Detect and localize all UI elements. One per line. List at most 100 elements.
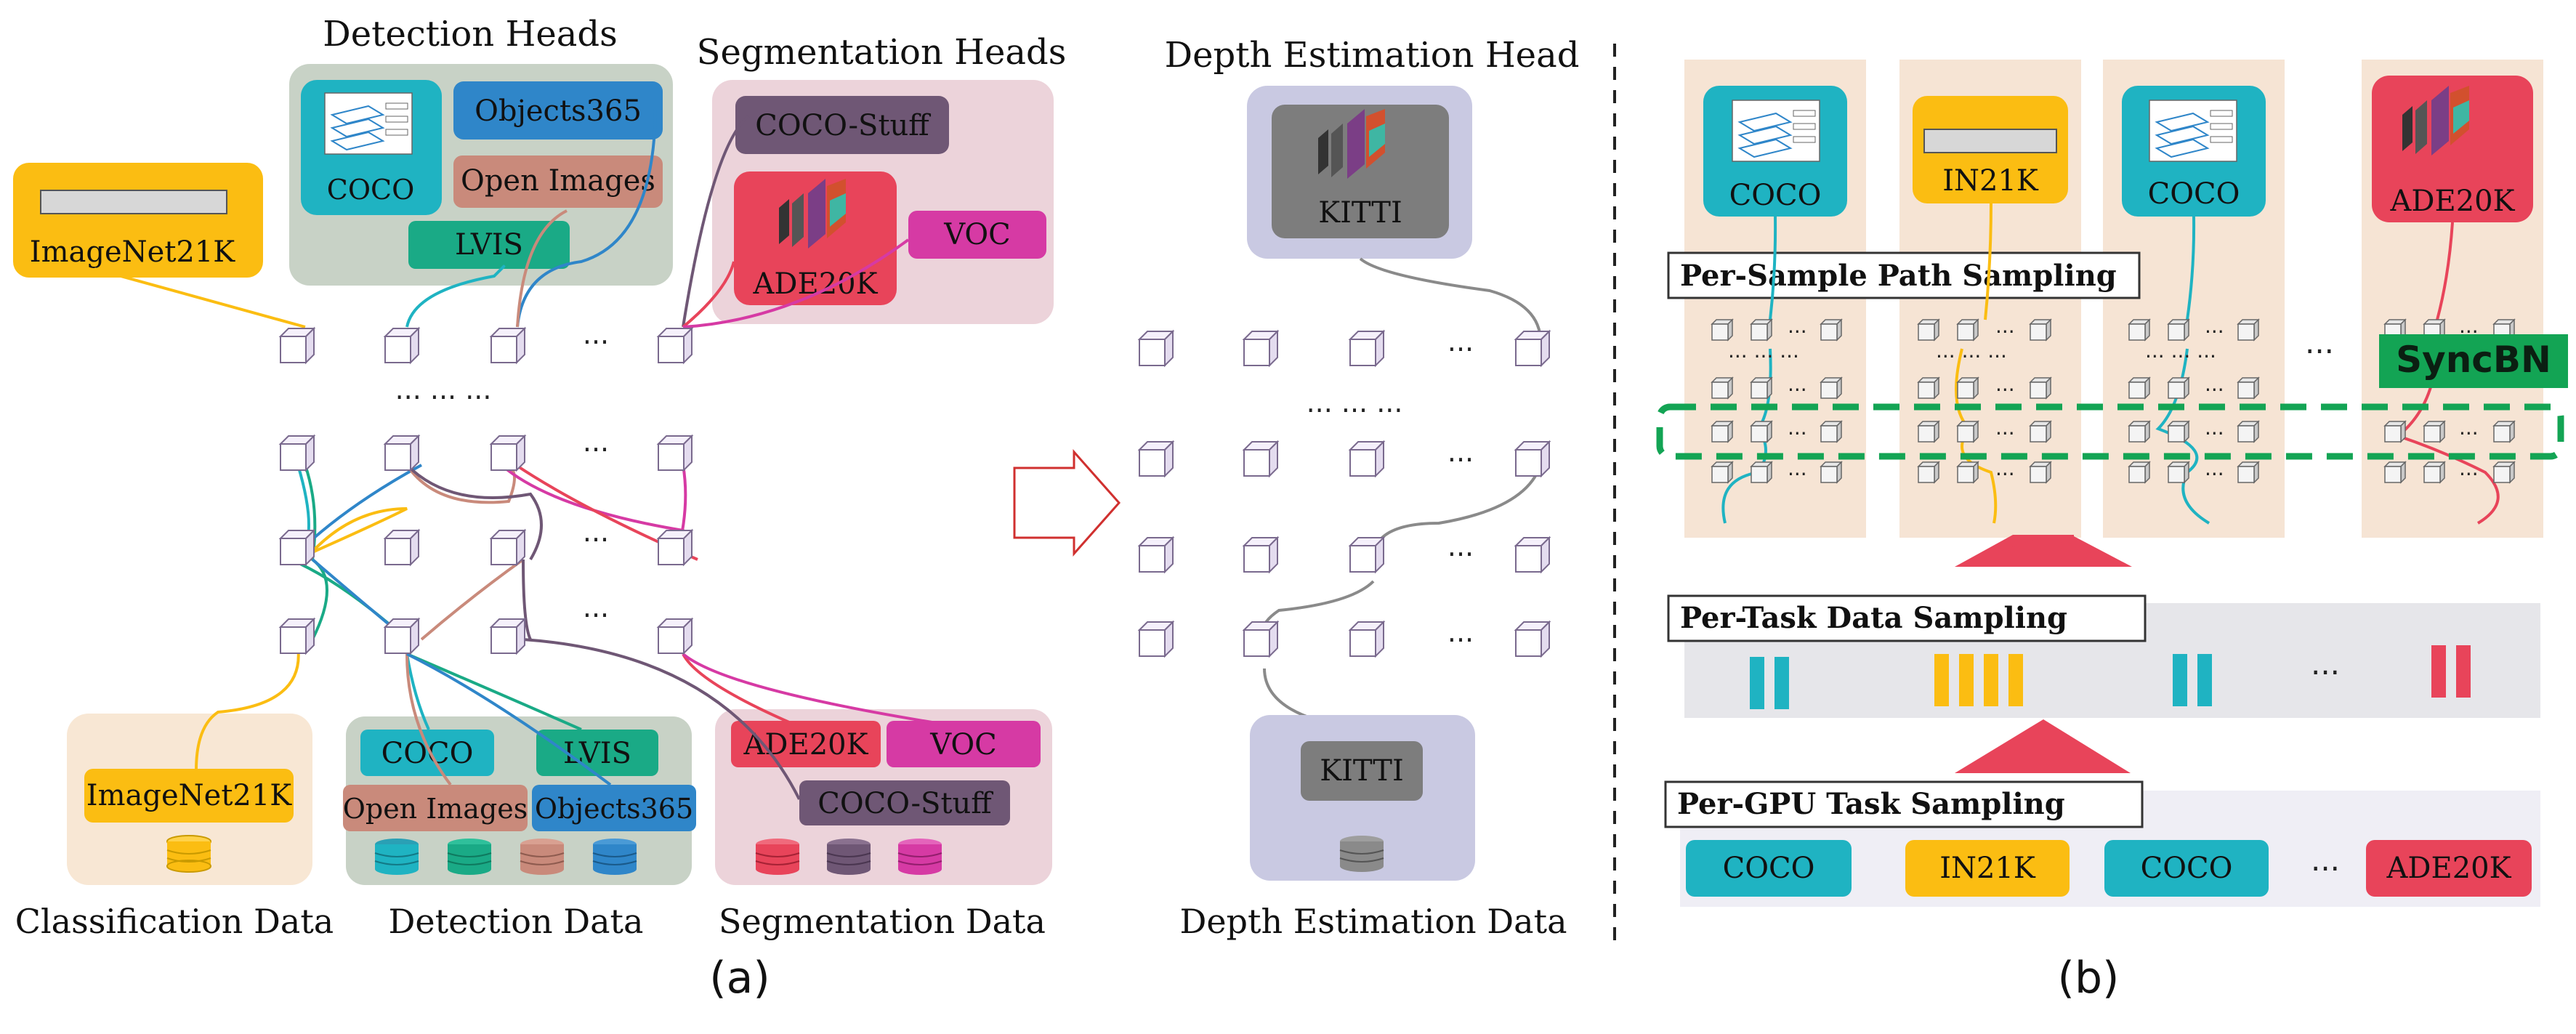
segmentation-data-title: Segmentation Data — [719, 902, 1046, 941]
up-arrow-1-shape — [1955, 536, 2131, 567]
ellipsis-d3: ··· — [1448, 444, 1474, 476]
objects365-data-tag — [532, 785, 696, 831]
grid3-inner-ellipsis: ··· ··· ··· — [2145, 344, 2216, 368]
ellipsis-d2: ··· ··· ··· — [1307, 395, 1403, 427]
gpu-task-label-2: IN21K — [1939, 852, 2036, 885]
ellipsis-a5: ··· — [583, 599, 609, 631]
lvis-data-label: LVIS — [563, 737, 631, 770]
voc-data-label: VOC — [929, 728, 997, 762]
gpu-task-label-1: COCO — [1723, 852, 1815, 885]
up-arrow-2-shape — [1955, 719, 2131, 773]
objects365-head-label: Objects365 — [475, 94, 642, 128]
segmentation-database-icons — [755, 839, 942, 875]
coco-stuff-data-label: COCO-Stuff — [817, 787, 993, 820]
open-images-head-label: Open Images — [461, 164, 655, 198]
gpu-task-tag-4 — [2366, 840, 2532, 897]
voc-data-tag — [887, 721, 1041, 767]
caption-b: (b) — [2058, 953, 2120, 1003]
gpu-sampling-label: Per-GPU Task Sampling — [1677, 787, 2065, 821]
grid1-inner-ellipsis: ··· ··· ··· — [1728, 344, 1799, 368]
gpu-task-tag-2 — [1905, 840, 2070, 897]
grid2-ellipsis-2: ··· — [1995, 378, 2015, 402]
imagenet-bar-icon — [40, 190, 227, 214]
detection-database-icons — [374, 839, 637, 875]
voc-head-tag — [908, 211, 1046, 259]
kitti-head-card — [1272, 105, 1449, 238]
grid4-ellipsis-3: ··· — [2459, 462, 2479, 486]
depth-data-title: Depth Estimation Data — [1179, 902, 1567, 941]
grid3-ellipsis-3: ··· — [2205, 421, 2224, 445]
gpu-task-label-4: ADE20K — [2386, 852, 2512, 885]
caption-a: (a) — [709, 953, 770, 1003]
path-connections-b — [1721, 203, 2500, 525]
open-images-data-tag — [343, 785, 528, 831]
depth-database-icon — [1339, 836, 1384, 872]
objects365-data-label: Objects365 — [535, 793, 693, 825]
grid1-ellipsis-2: ··· — [1788, 378, 1807, 402]
data-sampling-label-box — [1667, 594, 2147, 642]
coco-stuff-head-label: COCO-Stuff — [755, 109, 931, 142]
data-sampling-label: Per-Task Data Sampling — [1680, 601, 2067, 635]
grid1-ellipsis-4: ··· — [1788, 462, 1807, 486]
network-cubes-depth — [1139, 331, 1550, 657]
ellipsis-d1: ··· — [1448, 334, 1474, 365]
coco-stuff-head-tag — [735, 96, 949, 154]
transition-arrow — [1013, 449, 1121, 557]
column-task-label-4: ADE20K — [2390, 185, 2516, 218]
ellipsis-a3: ··· — [583, 434, 609, 466]
coco-head-label: COCO — [327, 174, 414, 206]
detection-data-title: Detection Data — [389, 902, 644, 941]
open-images-data-label: Open Images — [343, 793, 528, 825]
ellipsis-a1: ··· — [583, 326, 609, 358]
coco-data-label: COCO — [381, 737, 474, 770]
grid4-ellipsis-2: ··· — [2459, 421, 2479, 445]
grid3-ellipsis-1: ··· — [2205, 320, 2224, 344]
depth-connections — [1261, 257, 1542, 756]
grid1-ellipsis-3: ··· — [1788, 421, 1807, 445]
depth-head-title: Depth Estimation Head — [1165, 35, 1580, 76]
gpu-sampling-label-box — [1664, 780, 2144, 828]
data-sampling-ellipsis: ··· — [2311, 655, 2340, 690]
imagenet-data-label: ImageNet21K — [86, 779, 293, 812]
data-sample-bars — [1750, 645, 2471, 709]
path-sampling-label: Per-Sample Path Sampling — [1680, 259, 2117, 293]
ade20k-data-tag — [731, 721, 881, 767]
syncbn-badge — [2379, 334, 2568, 388]
lvis-data-tag — [536, 730, 658, 776]
segmentation-heads-title: Segmentation Heads — [697, 32, 1067, 73]
ellipsis-d5: ··· — [1448, 624, 1474, 656]
columns-ellipsis: ··· — [2305, 334, 2334, 369]
column-task-label-2: IN21K — [1942, 164, 2039, 198]
coco-data-tag — [360, 730, 494, 776]
ellipsis-d4: ··· — [1448, 538, 1474, 570]
gpu-task-tag-1 — [1686, 840, 1852, 897]
kitti-head-label: KITTI — [1318, 196, 1402, 230]
grid2-ellipsis-1: ··· — [1995, 320, 2015, 344]
gpu-task-label-3: COCO — [2141, 852, 2233, 885]
imagenet-head-label: ImageNet21K — [30, 235, 236, 269]
objects365-head-tag — [453, 81, 663, 140]
kitti-data-tag — [1301, 741, 1423, 801]
coco-stuff-data-tag — [799, 780, 1010, 825]
grid3-ellipsis-4: ··· — [2205, 462, 2224, 486]
network-cubes-a — [280, 328, 693, 654]
imagenet-data-tag — [84, 769, 294, 823]
grid2-inner-ellipsis: ··· ··· ··· — [1936, 344, 2007, 368]
grid1-ellipsis-1: ··· — [1788, 320, 1807, 344]
grid2-ellipsis-3: ··· — [1995, 421, 2015, 445]
grid3-ellipsis-2: ··· — [2205, 378, 2224, 402]
syncbn-dashed-region — [1656, 403, 2564, 460]
ellipsis-a4: ··· — [583, 524, 609, 556]
column-task-label-3: COCO — [2148, 177, 2240, 211]
ellipsis-a2: ··· ··· ··· — [395, 381, 492, 413]
path-sampling-label-box — [1667, 251, 2141, 299]
gpu-task-tag-3 — [2104, 840, 2269, 897]
gpu-tasks-ellipsis: ··· — [2311, 851, 2340, 886]
kitti-data-label: KITTI — [1320, 754, 1404, 788]
voc-head-label: VOC — [943, 218, 1011, 251]
in21k-bar-icon — [1923, 129, 2057, 153]
column-task-label-1: COCO — [1729, 179, 1822, 212]
grid2-ellipsis-4: ··· — [1995, 462, 2015, 486]
syncbn-label: SyncBN — [2396, 339, 2551, 381]
